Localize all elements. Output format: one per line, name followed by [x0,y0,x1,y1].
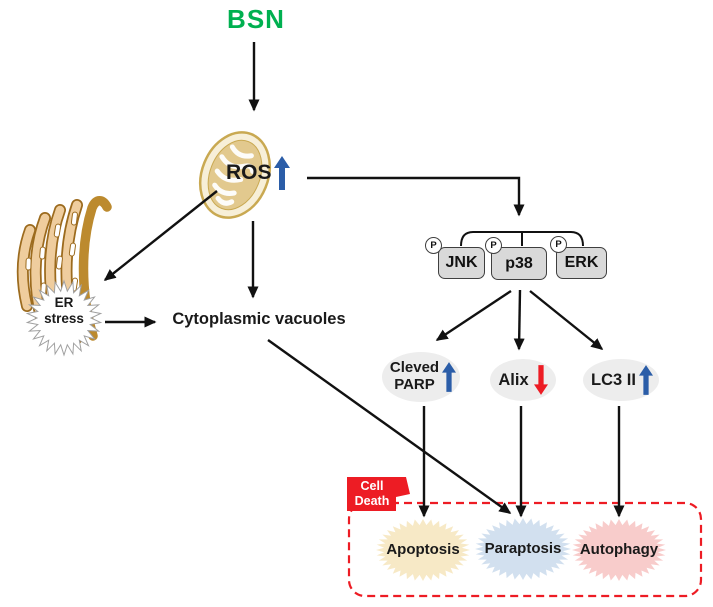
arrow-p38-to-lc3 [529,290,604,350]
effector-alix: Alix [488,360,558,400]
effector-cleaved-parp: Cleved PARP [383,352,463,402]
cytoplasmic-vacuoles-label: Cytoplasmic vacuoles [172,310,346,328]
ros-label: ROS [226,161,272,184]
up-arrow-icon [442,362,457,392]
lc3-oval [583,359,659,401]
effector-lc3-ii: LC3 II [580,360,664,400]
mitochondria-icon [198,131,272,219]
arrow-ros-to-kinases [307,176,525,217]
kinase-box-p38: p38 [491,247,547,280]
cell-death-ribbon [347,477,410,511]
er-stress-burst [25,279,103,357]
phospho-icon: P [425,237,442,254]
up-arrow-icon [638,365,653,395]
outcome-paraptosis: Paraptosis [484,540,562,557]
compound-label: BSN [227,4,285,34]
paraptosis-burst [475,518,571,580]
apoptosis-burst [376,519,470,581]
er-stress-label: ER stress [44,295,84,326]
up-arrow-icon [273,156,290,190]
outcome-autophagy: Autophagy [579,541,659,558]
cleaved-parp-oval [382,352,460,402]
kinase-bracket [460,231,584,247]
phospho-icon: P [485,237,502,254]
arrow-mito-to-er-stress [103,190,218,281]
cell-death-region [347,501,703,598]
cell-death-label: Cell Death [354,479,390,509]
phospho-icon: P [550,236,567,253]
arrow-p38-to-parp [435,289,512,342]
ros-node: ROS [226,154,290,192]
kinase-box-erk: ERK [556,247,607,279]
arrow-vacuoles-to-paraptosis [267,339,512,514]
autophagy-burst [572,519,666,581]
down-arrow-icon [533,365,548,395]
kinase-box-jnk: JNK [438,247,485,279]
arrow-p38-to-alix [513,289,525,351]
outcome-apoptosis: Apoptosis [386,541,460,558]
arrows [103,42,625,518]
